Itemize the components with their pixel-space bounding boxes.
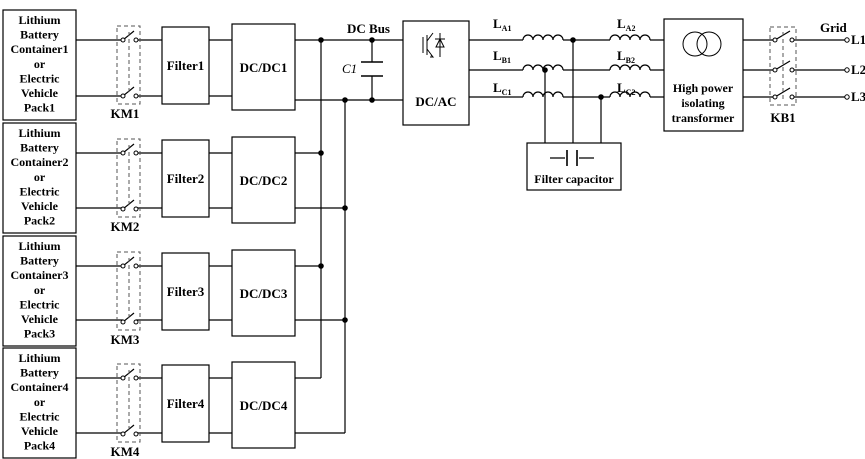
filter-label: Filter2	[167, 171, 205, 186]
converter-label: DC/DC1	[240, 60, 288, 75]
battery-label-line: Electric	[20, 297, 61, 311]
battery-box-3	[2, 235, 77, 347]
grid-phase-l1: L1	[851, 32, 865, 47]
battery-label-line: Vehicle	[21, 86, 59, 100]
battery-label-line: Electric	[20, 409, 61, 423]
battery-label-line: Vehicle	[21, 199, 59, 213]
junction-nodes	[318, 37, 604, 323]
battery-unit-2: LithiumBatteryContainer2orElectricVehicl…	[2, 122, 296, 234]
battery-unit-1: LithiumBatteryContainer1orElectricVehicl…	[2, 9, 296, 121]
grid-label: Grid	[820, 20, 847, 35]
battery-label-line: Electric	[20, 184, 61, 198]
filter-box-2	[161, 139, 210, 218]
inductor-label-c2: LC2	[617, 80, 635, 97]
wiring	[76, 39, 845, 434]
filter-label: Filter3	[167, 284, 205, 299]
battery-label-line: Container4	[11, 380, 69, 394]
switch-km1	[116, 25, 141, 105]
converter-label: DC/DC3	[240, 286, 288, 301]
battery-label-line: Pack3	[24, 327, 55, 341]
battery-label-line: Lithium	[18, 351, 60, 365]
grid-breaker-kb1: KB1	[769, 26, 797, 125]
filter-capacitor-label: Filter capacitor	[534, 172, 614, 186]
transformer-label-line-2: isolating	[681, 96, 724, 110]
inductor-label-b2: LB2	[617, 48, 635, 65]
switch-label: KM4	[111, 444, 140, 459]
battery-unit-4: LithiumBatteryContainer4orElectricVehicl…	[2, 347, 296, 459]
inductor-label-b1: LB1	[493, 48, 511, 65]
battery-label-line: or	[34, 170, 46, 184]
battery-label-line: Battery	[20, 141, 59, 155]
switch-label: KM3	[111, 332, 140, 347]
filter-label: Filter4	[167, 396, 205, 411]
battery-label-line: Electric	[20, 71, 61, 85]
battery-label-line: Vehicle	[21, 312, 59, 326]
inductor-label-a2: LA2	[617, 16, 635, 33]
filter-box-3	[161, 252, 210, 331]
filter-box-4	[161, 364, 210, 443]
inductor-labels: LA1 LB1 LC1 LA2 LB2 LC2	[493, 16, 635, 97]
converter-label: DC/DC4	[240, 398, 288, 413]
filter-box-1	[161, 26, 210, 105]
battery-label-line: or	[34, 57, 46, 71]
battery-label-line: Battery	[20, 28, 59, 42]
converter-box-4	[231, 361, 296, 449]
battery-label-line: Container3	[11, 268, 69, 282]
battery-label-line: Vehicle	[21, 424, 59, 438]
switch-km4	[116, 363, 141, 443]
inverter-label: DC/AC	[415, 94, 456, 109]
switch-label: KM2	[111, 219, 140, 234]
grid-phase-l2: L2	[851, 62, 865, 77]
converter-box-1	[231, 23, 296, 111]
switch-km2	[116, 138, 141, 218]
transformer-icon	[682, 31, 722, 57]
battery-label-line: Pack1	[24, 101, 55, 115]
transformer-label-line-1: High power	[673, 81, 734, 95]
converter-box-2	[231, 136, 296, 224]
battery-unit-3: LithiumBatteryContainer3orElectricVehicl…	[2, 235, 296, 347]
switch-km3	[116, 251, 141, 331]
transformer-label-line-3: transformer	[672, 111, 735, 125]
battery-label-line: Lithium	[18, 126, 60, 140]
grid-connection: Grid L1 L2 L3	[820, 20, 865, 104]
battery-label-line: Container2	[11, 155, 69, 169]
grid-breaker-label: KB1	[770, 110, 795, 125]
battery-label-line: Pack2	[24, 214, 55, 228]
inductors	[522, 34, 651, 98]
battery-label-line: Battery	[20, 366, 59, 380]
dc-bus-label: DC Bus	[347, 21, 390, 36]
battery-box-2	[2, 122, 77, 234]
battery-label-line: Battery	[20, 254, 59, 268]
battery-label-line: Container1	[11, 42, 69, 56]
converter-box-3	[231, 249, 296, 337]
battery-label-line: or	[34, 395, 46, 409]
grid-phase-l3: L3	[851, 89, 865, 104]
igbt-icon	[422, 32, 445, 58]
filter-label: Filter1	[167, 58, 205, 73]
inductor-label-a1: LA1	[493, 16, 511, 33]
battery-label-line: Lithium	[18, 239, 60, 253]
battery-box-1	[2, 9, 77, 121]
battery-label-line: Pack4	[24, 439, 55, 453]
transformer-block: High power isolating transformer	[663, 18, 744, 132]
battery-box-4	[2, 347, 77, 459]
battery-units: LithiumBatteryContainer1orElectricVehicl…	[2, 9, 296, 459]
switch-label: KM1	[111, 106, 140, 121]
dc-bus-capacitor-label: C1	[342, 61, 357, 76]
inductor-label-c1: LC1	[493, 80, 511, 97]
filter-capacitor-block: Filter capacitor	[526, 142, 622, 191]
battery-label-line: Lithium	[18, 13, 60, 27]
inverter-block: DC/AC	[402, 20, 470, 126]
converter-label: DC/DC2	[240, 173, 288, 188]
battery-label-line: or	[34, 283, 46, 297]
